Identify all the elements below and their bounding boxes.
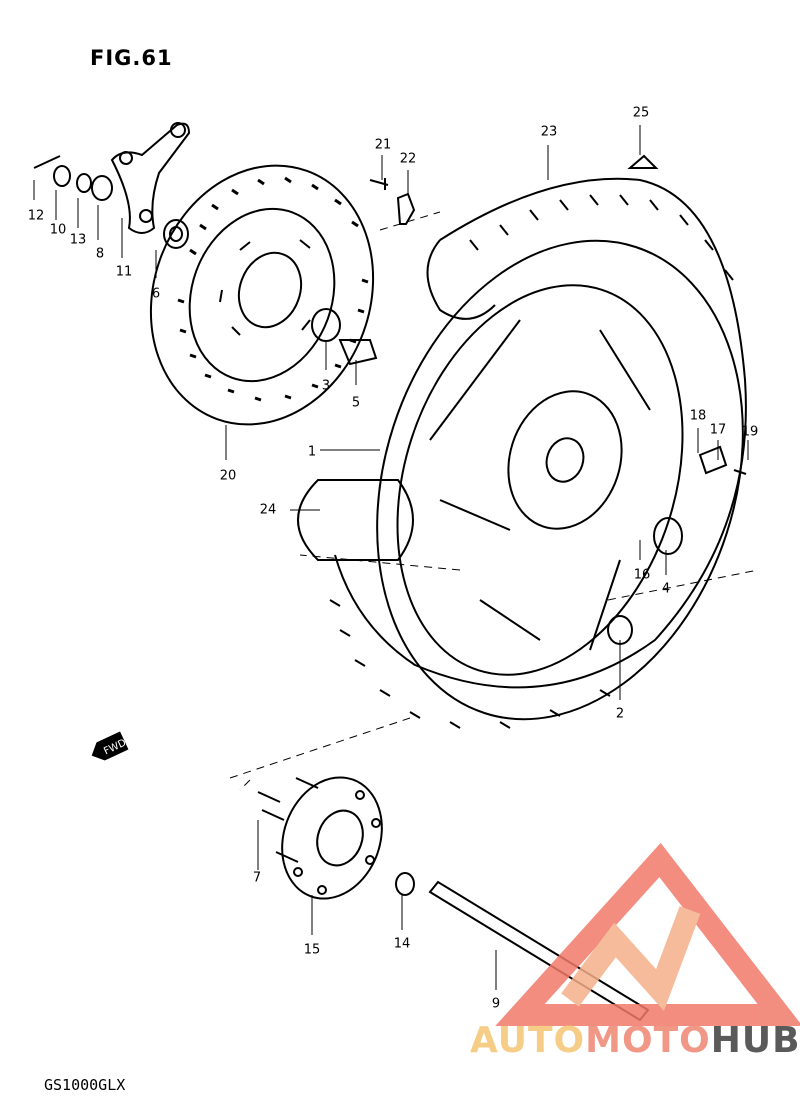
callout-15: 15 xyxy=(303,942,321,958)
watermark-part-hub: HUB xyxy=(710,1020,800,1061)
callout-9: 9 xyxy=(491,996,501,1012)
callout-17: 17 xyxy=(709,422,727,438)
callout-12: 12 xyxy=(27,208,45,224)
wheel-tire-drawing xyxy=(297,177,747,729)
figure-title: FIG.61 xyxy=(90,46,173,70)
callout-6: 6 xyxy=(151,286,161,302)
callout-8: 8 xyxy=(95,246,105,262)
callout-20: 20 xyxy=(219,468,237,484)
callout-11: 11 xyxy=(115,264,133,280)
callout-25: 25 xyxy=(632,105,650,121)
caliper-bracket-drawing xyxy=(110,122,191,234)
callout-3: 3 xyxy=(321,378,331,394)
callout-7: 7 xyxy=(252,870,262,886)
callout-21: 21 xyxy=(374,137,392,153)
bolt-12 xyxy=(33,155,61,169)
callout-2: 2 xyxy=(615,706,625,722)
watermark-part-auto: AUTO xyxy=(470,1020,586,1061)
hub-drawing xyxy=(257,776,383,900)
callout-5: 5 xyxy=(351,395,361,411)
forward-arrow-icon: FWD xyxy=(87,731,129,764)
callout-13: 13 xyxy=(69,232,87,248)
model-code: GS1000GLX xyxy=(44,1076,126,1094)
callout-23: 23 xyxy=(540,124,558,140)
callout-24: 24 xyxy=(259,502,277,518)
watermark-logo-icon xyxy=(495,842,800,1026)
callout-10: 10 xyxy=(49,222,67,238)
callout-19: 19 xyxy=(741,424,759,440)
callout-1: 1 xyxy=(307,444,317,460)
callout-18: 18 xyxy=(689,408,707,424)
callout-16: 16 xyxy=(633,567,651,583)
watermark-part-moto: MOTO xyxy=(585,1020,711,1061)
callout-4: 4 xyxy=(661,581,671,597)
callout-14: 14 xyxy=(393,936,411,952)
watermark-text: AUTOMOTOHUB xyxy=(470,1020,800,1061)
callout-22: 22 xyxy=(399,151,417,167)
